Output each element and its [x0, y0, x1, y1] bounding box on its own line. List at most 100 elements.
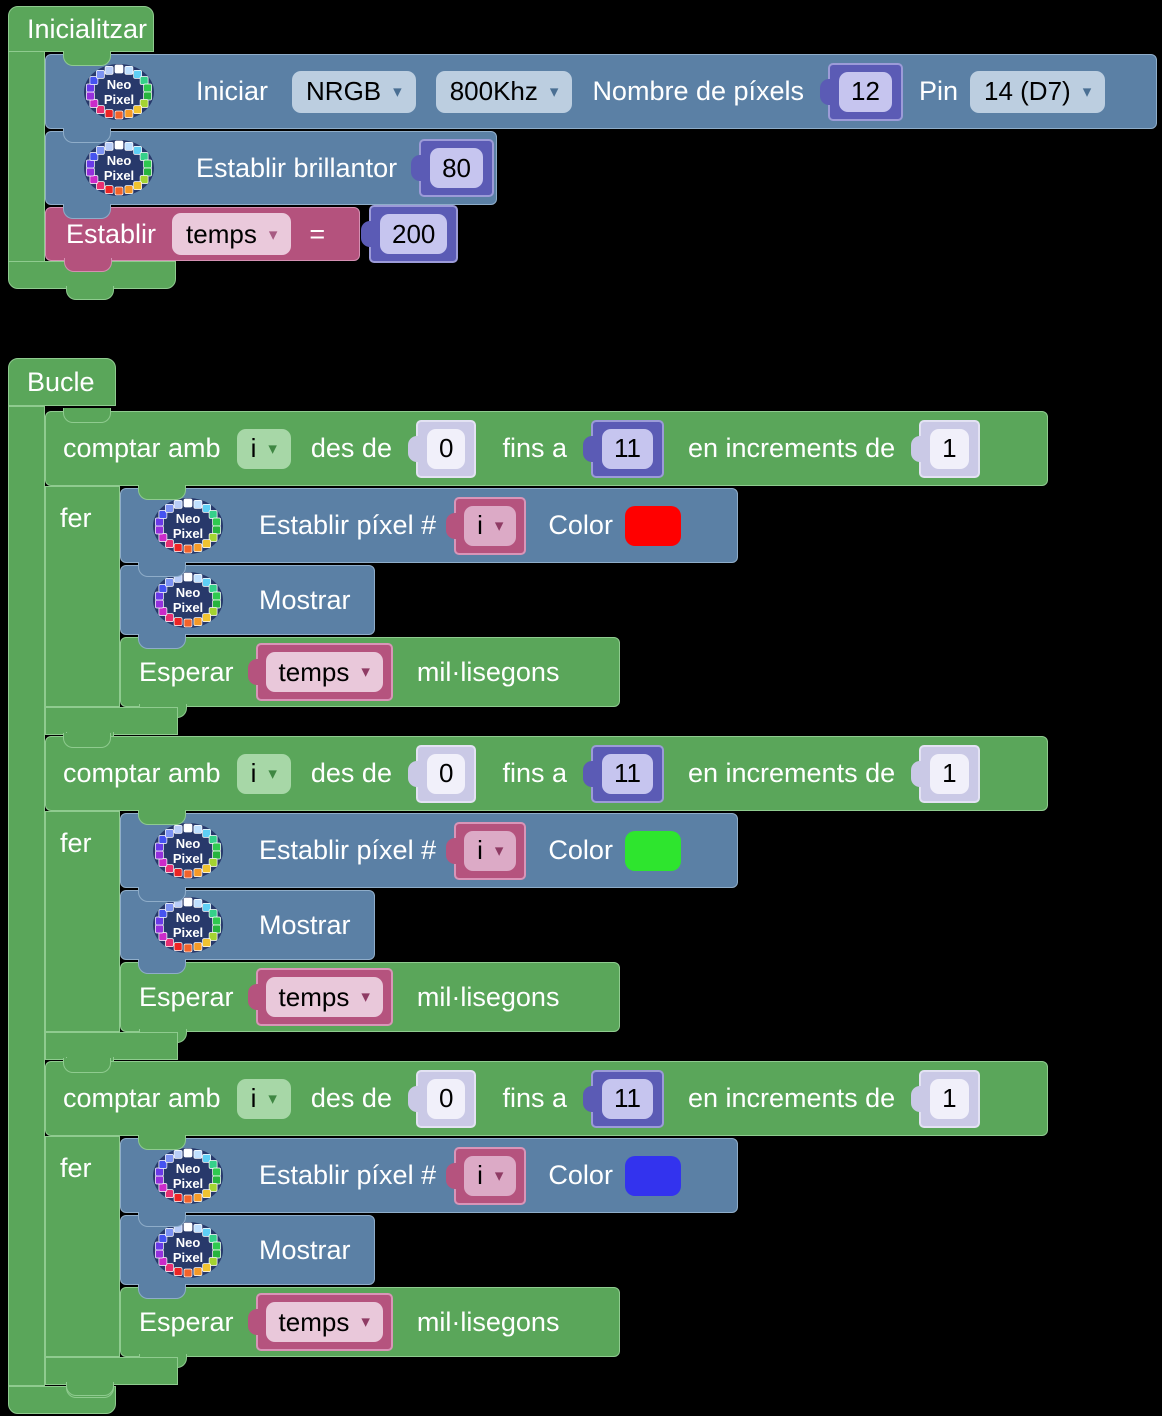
- loop-spine[interactable]: [45, 1136, 120, 1357]
- neopixel-icon: Neo Pixel: [82, 138, 156, 198]
- value-plug: [582, 760, 594, 787]
- to-value-field[interactable]: 11: [601, 1078, 653, 1119]
- from-value-block[interactable]: 0: [407, 419, 477, 478]
- wait-variable-block[interactable]: temps▾: [247, 968, 393, 1026]
- svg-text:Pixel: Pixel: [173, 600, 203, 615]
- set-pixel-block[interactable]: Neo Pixel Establir píxel # i▾ Color: [120, 810, 738, 888]
- increment-value-block[interactable]: 1: [911, 744, 980, 803]
- wait-variable-block[interactable]: temps▾: [247, 1293, 393, 1351]
- brightness-label: Establir brillantor: [196, 152, 398, 183]
- increment-value-field[interactable]: 1: [930, 428, 969, 469]
- pixel-index-variable-block[interactable]: i▾: [446, 821, 527, 880]
- bucle-block-header[interactable]: Bucle: [8, 358, 116, 406]
- color-swatch[interactable]: [624, 505, 681, 546]
- init-block-header[interactable]: Inicialitzar: [8, 6, 154, 52]
- set-pixel-block[interactable]: Neo Pixel Establir píxel # i▾ Color: [120, 1135, 738, 1213]
- show-label: Mostrar: [259, 584, 351, 615]
- from-label: des de: [310, 758, 392, 788]
- seam-notch: [63, 204, 111, 219]
- to-value-block[interactable]: 11: [582, 1069, 664, 1128]
- color-label: Color: [548, 510, 613, 540]
- pin-dropdown[interactable]: 14 (D7) ▾: [970, 70, 1106, 113]
- init-block-spine[interactable]: [8, 50, 45, 263]
- pixels-count-field[interactable]: 12: [839, 71, 892, 112]
- value-plug: [582, 435, 594, 462]
- neopixel-icon: Neo Pixel: [151, 1220, 225, 1280]
- pixel-index-variable-block[interactable]: i▾: [446, 1146, 527, 1205]
- from-value-field[interactable]: 0: [426, 428, 466, 469]
- color-swatch[interactable]: [624, 1155, 681, 1196]
- bucle-block-spine[interactable]: [8, 406, 45, 1386]
- for-loop-block-3[interactable]: comptar amb i ▾ des de 0 fins a 11 en in…: [45, 1058, 1055, 1396]
- neopixel-brightness-block[interactable]: Neo Pixel Establir brillantor 80: [45, 128, 497, 205]
- to-value-field[interactable]: 11: [601, 428, 653, 469]
- frequency-dropdown[interactable]: 800Khz ▾: [435, 70, 573, 113]
- increment-value-field[interactable]: 1: [930, 1078, 969, 1119]
- neopixel-init-block[interactable]: Neo Pixel Iniciar NRGB ▾ 800Khz ▾ Nombre…: [45, 51, 1157, 129]
- set-variable-block[interactable]: Establir temps ▾ =: [45, 204, 360, 272]
- increment-value-field[interactable]: 1: [930, 753, 969, 794]
- loop-variable-dropdown[interactable]: i ▾: [236, 1078, 291, 1119]
- count-with-label: comptar amb: [63, 1083, 221, 1113]
- loop-variable-dropdown[interactable]: i ▾: [236, 428, 291, 469]
- from-value-block[interactable]: 0: [407, 744, 477, 803]
- set-pixel-label: Establir píxel #: [259, 510, 437, 540]
- svg-text:Pixel: Pixel: [173, 1176, 203, 1191]
- seam-notch: [138, 1212, 186, 1227]
- to-value-block[interactable]: 11: [582, 419, 664, 478]
- set-variable-value-block[interactable]: 200: [361, 205, 459, 263]
- loop-foot[interactable]: [45, 707, 178, 746]
- equals-sign: =: [309, 218, 326, 249]
- loop-spine[interactable]: [45, 811, 120, 1032]
- increment-label: en increments de: [687, 758, 896, 788]
- brightness-value-field[interactable]: 80: [430, 148, 483, 188]
- wait-variable-block[interactable]: temps▾: [247, 643, 393, 701]
- increment-value-block[interactable]: 1: [911, 419, 980, 478]
- seam-notch: [63, 408, 111, 423]
- from-value-field[interactable]: 0: [426, 1078, 466, 1119]
- for-loop-block-2[interactable]: comptar amb i ▾ des de 0 fins a 11 en in…: [45, 733, 1055, 1071]
- wait-unit-label: mil·lisegons: [416, 981, 560, 1012]
- pixel-index-variable-block[interactable]: i▾: [446, 496, 527, 555]
- color-label: Color: [548, 835, 613, 865]
- show-block[interactable]: Neo Pixel Mostrar: [120, 562, 375, 635]
- value-plug: [247, 659, 259, 685]
- wait-block[interactable]: Esperar temps▾ mil·lisegons: [120, 959, 620, 1043]
- neopixel-icon: Neo Pixel: [82, 62, 156, 122]
- from-label: des de: [310, 1083, 392, 1113]
- to-value-block[interactable]: 11: [582, 744, 664, 803]
- from-value-field[interactable]: 0: [426, 753, 466, 794]
- from-value-block[interactable]: 0: [407, 1069, 477, 1128]
- loop-variable-dropdown[interactable]: i ▾: [236, 753, 291, 794]
- to-label: fins a: [502, 758, 567, 788]
- dropdown-arrow-icon: ▾: [549, 82, 559, 101]
- seam-notch: [138, 887, 186, 902]
- increment-value-block[interactable]: 1: [911, 1069, 980, 1128]
- show-block[interactable]: Neo Pixel Mostrar: [120, 887, 375, 960]
- value-plug: [582, 1085, 594, 1112]
- loop-header[interactable]: comptar amb i ▾ des de 0 fins a 11 en in…: [45, 1058, 1048, 1136]
- loop-foot[interactable]: [45, 1032, 178, 1071]
- wait-block[interactable]: Esperar temps▾ mil·lisegons: [120, 1284, 620, 1368]
- pixels-count-block[interactable]: 12: [820, 62, 903, 121]
- neopixel-icon: Neo Pixel: [151, 570, 225, 630]
- variable-dropdown[interactable]: temps ▾: [172, 213, 292, 255]
- set-pixel-block[interactable]: Neo Pixel Establir píxel # i▾ Color: [120, 485, 738, 563]
- loop-header[interactable]: comptar amb i ▾ des de 0 fins a 11 en in…: [45, 408, 1048, 486]
- color-swatch[interactable]: [624, 830, 681, 871]
- strip-type-dropdown[interactable]: NRGB ▾: [292, 70, 416, 113]
- loop-header[interactable]: comptar amb i ▾ des de 0 fins a 11 en in…: [45, 733, 1048, 811]
- dropdown-arrow-icon: ▾: [268, 764, 277, 783]
- brightness-value-block[interactable]: 80: [411, 139, 494, 197]
- value-plug: [911, 760, 923, 787]
- seam-notch: [138, 562, 186, 577]
- wait-block[interactable]: Esperar temps▾ mil·lisegons: [120, 634, 620, 718]
- set-variable-value-field[interactable]: 200: [380, 214, 448, 254]
- for-loop-block-1[interactable]: comptar amb i ▾ des de 0 fins a 11 en in…: [45, 408, 1055, 746]
- show-block[interactable]: Neo Pixel Mostrar: [120, 1212, 375, 1285]
- value-plug: [407, 435, 419, 462]
- loop-foot[interactable]: [45, 1357, 178, 1396]
- loop-spine[interactable]: [45, 486, 120, 707]
- to-value-field[interactable]: 11: [601, 753, 653, 794]
- seam-notch: [63, 128, 111, 143]
